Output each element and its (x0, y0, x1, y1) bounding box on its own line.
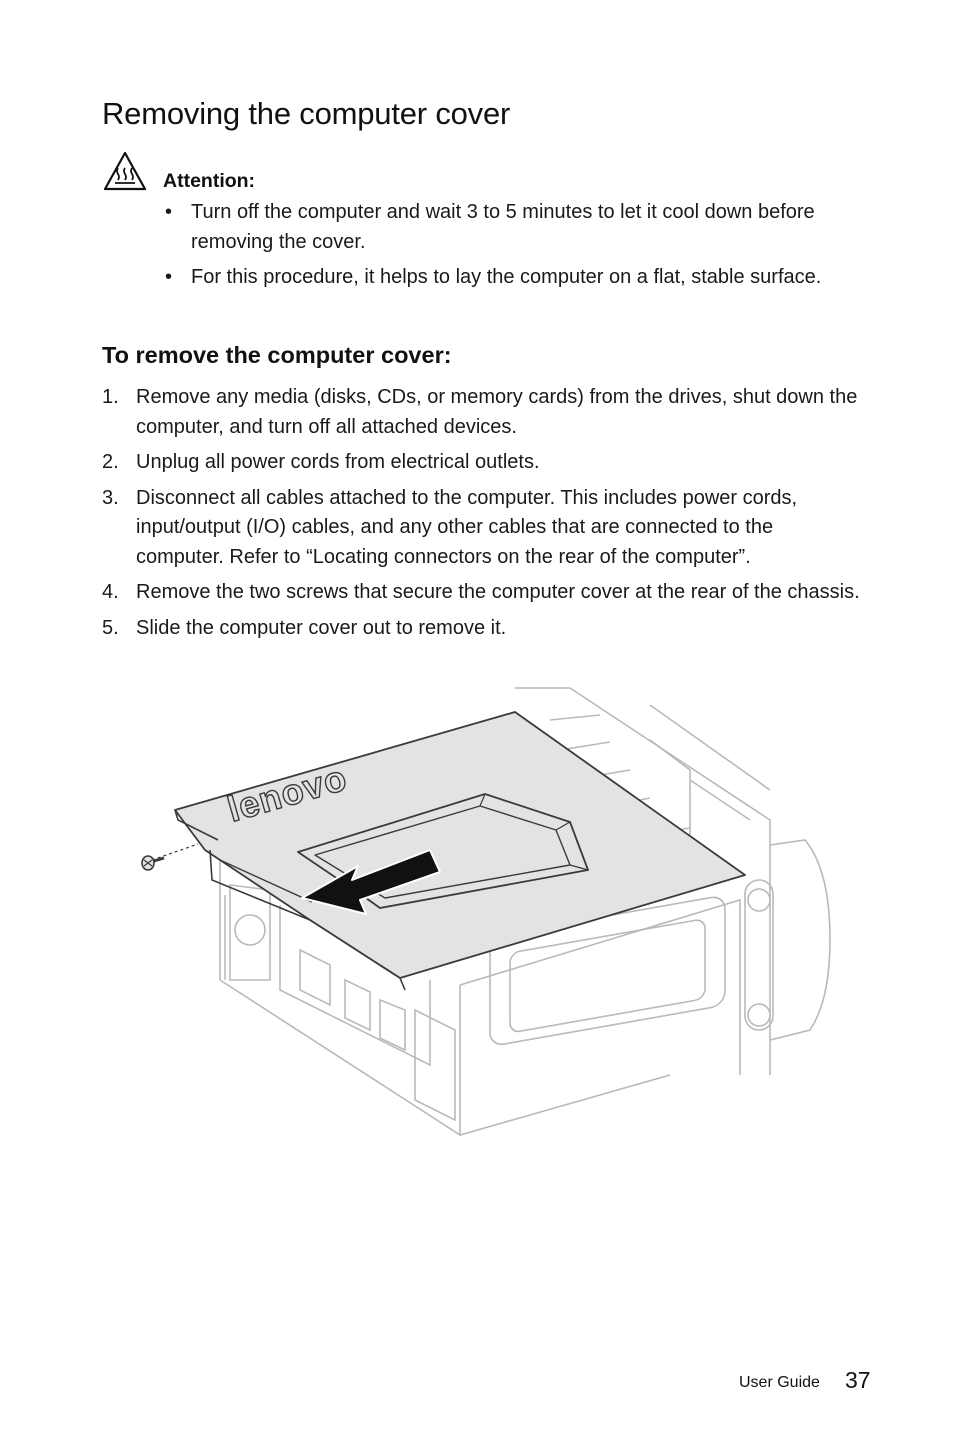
step-number: 1. (102, 386, 119, 408)
attention-bullet-list: Turn off the computer and wait 3 to 5 mi… (163, 198, 863, 299)
cover-removal-illustration: lenovo (141, 687, 831, 1137)
step-item: 2. Unplug all power cords from electrical… (102, 448, 862, 478)
steps-list: 1. Remove any media (disks, CDs, or memor… (102, 383, 862, 649)
hot-surface-warning-icon (103, 151, 147, 191)
step-item: 3. Disconnect all cables attached to the … (102, 484, 862, 573)
attention-bullet: For this procedure, it helps to lay the … (163, 263, 863, 293)
screw (141, 843, 199, 871)
footer-label: User Guide (739, 1374, 820, 1391)
computer-cover: lenovo (174, 711, 746, 991)
step-number: 3. (102, 486, 119, 509)
step-text: Disconnect all cables attached to the co… (136, 486, 798, 568)
page-number: 37 (845, 1367, 871, 1393)
step-item: 5. Slide the computer cover out to remove… (102, 614, 862, 644)
step-item: 4. Remove the two screws that secure the … (102, 578, 862, 608)
slide-direction-arrow (301, 849, 441, 915)
step-text: Remove any media (disks, CDs, or memory … (136, 386, 858, 438)
step-number: 2. (102, 451, 119, 473)
step-number: 5. (102, 616, 119, 639)
page-title: Removing the computer cover (102, 96, 511, 131)
computer-chassis (219, 687, 831, 1137)
section-heading: To remove the computer cover: (102, 342, 452, 368)
step-text: Remove the two screws that secure the co… (136, 581, 860, 603)
step-text: Slide the computer cover out to remove i… (136, 616, 507, 639)
step-item: 1. Remove any media (disks, CDs, or memor… (102, 383, 862, 442)
attention-label: Attention: (163, 170, 256, 192)
step-text: Unplug all power cords from electrical o… (136, 451, 540, 473)
attention-bullet: Turn off the computer and wait 3 to 5 mi… (163, 198, 863, 257)
step-number: 4. (102, 581, 119, 603)
